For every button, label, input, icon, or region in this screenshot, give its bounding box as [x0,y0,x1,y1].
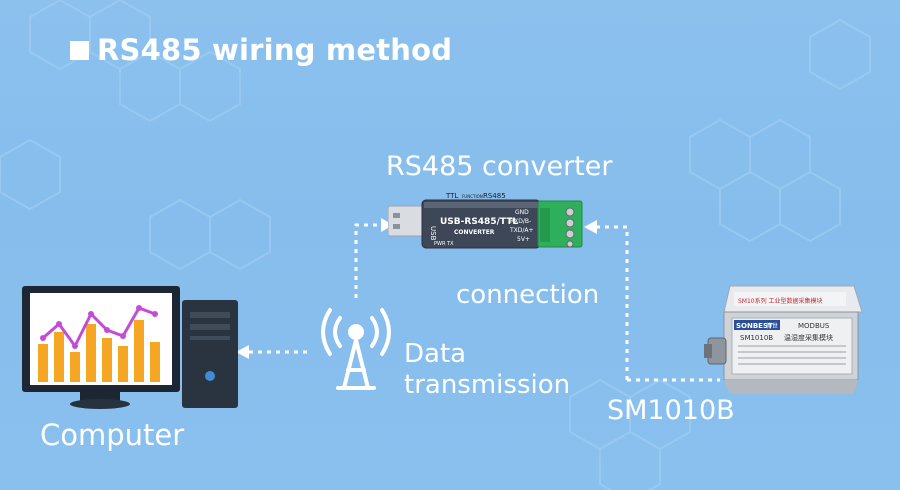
pin-5v-text: 5V+ [517,236,530,243]
computer-icon [22,286,238,409]
computer-label: Computer [40,418,185,452]
converter-function-text: FUNCTION [462,194,483,199]
converter-label: RS485 converter [386,151,613,182]
arrow-to-usb-icon [381,218,393,232]
usb-plug [388,205,425,237]
module-protocol-text: MODBUS [798,322,830,330]
converter-name-text: USB-RS485/TTL [440,217,518,227]
converter-ttl-text: TTL [445,192,458,200]
data-label-line2: transmission [404,370,571,400]
device-label: SM1010B [607,395,735,426]
arrow-to-terminal-icon [584,220,597,234]
pin-rxd-text: RXD/B- [510,218,531,225]
module-top-label: SM10系列 工业型数据采集模块 [738,297,823,305]
sm1010b-device: SM10系列 工业型数据采集模块 SONBEST 博世 MODBUS SM101… [704,285,863,394]
module-badge-text: 博世 [766,322,778,330]
title-text: RS485 wiring method [97,33,453,67]
section-title: RS485 wiring method [70,33,452,67]
data-label-line1: Data [404,339,467,369]
module-model-text: SM1010B [740,334,773,342]
data-transmission-label: Data transmission [404,339,570,401]
connection-label: connection [456,280,600,310]
device-dashed-line [596,225,629,380]
converter-side-text: USB [429,226,437,241]
monitor-screen [30,293,172,385]
title-bullet-icon [70,40,89,60]
arrow-to-computer-icon [236,345,249,359]
converter-sub-text: CONVERTER [454,229,495,236]
module-brand-text: SONBEST [736,322,773,330]
converter-leds-text: PWR TX [434,241,454,247]
converter-usb-dashed-line [354,223,382,298]
converter-rs485-text: RS485 [483,192,506,200]
module-desc-text: 温湿度采集模块 [784,333,833,342]
pin-gnd-text: GND [515,209,529,216]
rs485-converter-device: TTL FUNCTION RS485 USB USB-RS485/TTL CON… [388,192,583,249]
antenna-icon [321,308,391,390]
pin-txd-text: TXD/A+ [509,227,534,234]
